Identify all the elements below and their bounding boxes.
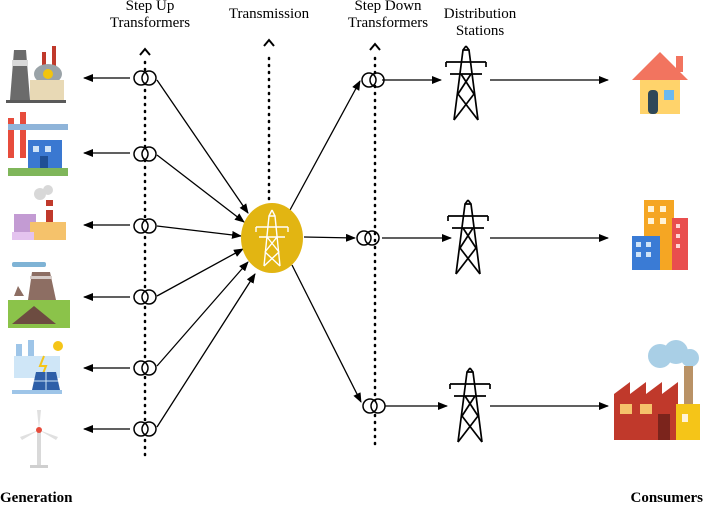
step-up-caret <box>139 47 151 56</box>
transformer-icon <box>133 421 157 437</box>
coal-power-plant-icon <box>12 185 66 240</box>
transformer-icon <box>133 70 157 86</box>
step-up-transformers-label: Step Up Transformers <box>109 0 191 31</box>
step-down-caret <box>369 42 381 51</box>
pylon-icon <box>447 199 489 275</box>
step-down-transformers-label: Step Down Transformers <box>347 0 429 31</box>
transformer-icon <box>133 289 157 305</box>
arrow-to-hub-1 <box>156 79 249 214</box>
transformer-icon <box>133 146 157 162</box>
arrow-to-hub-6 <box>156 273 256 428</box>
pylon-icon <box>449 367 491 443</box>
nuclear-plant-icon <box>6 46 66 103</box>
arrow-hub-to-sd-3 <box>291 264 362 403</box>
transformer-icon <box>362 398 386 414</box>
gas-refinery-plant-icon <box>8 112 68 176</box>
arrow-to-hub-2 <box>156 154 245 223</box>
industrial-factory-icon <box>614 340 700 440</box>
transformer-icon <box>361 72 385 88</box>
arrow-hub-to-sd-2 <box>303 233 356 242</box>
step-down-transformers <box>356 72 386 414</box>
transformer-icon <box>356 230 380 246</box>
generation-label: Generation <box>0 490 73 506</box>
distribution-stations-label: Distribution Stations <box>443 6 517 39</box>
arrow-to-hub-3 <box>156 225 242 239</box>
transmission-hub-icon <box>241 203 303 273</box>
transmission-label: Transmission <box>228 6 310 22</box>
geothermal-plant-icon <box>8 262 70 328</box>
consumers-label: Consumers <box>630 490 703 506</box>
arrow-hub-to-sd-1 <box>289 80 361 211</box>
transformer-icon <box>133 360 157 376</box>
solar-plant-icon <box>12 340 63 394</box>
distribution-towers <box>445 45 491 443</box>
house-icon <box>632 52 688 114</box>
arrow-to-hub-4 <box>156 248 244 297</box>
wind-turbine-icon <box>20 410 58 468</box>
arrow-to-hub-5 <box>156 261 249 367</box>
transmission-caret <box>263 38 275 47</box>
commercial-buildings-icon <box>632 200 688 270</box>
connections <box>83 74 609 433</box>
up-carets <box>139 38 381 56</box>
transformer-icon <box>133 218 157 234</box>
pylon-icon <box>445 45 487 121</box>
step-up-transformers <box>133 70 157 437</box>
dotted-guides <box>143 56 377 457</box>
